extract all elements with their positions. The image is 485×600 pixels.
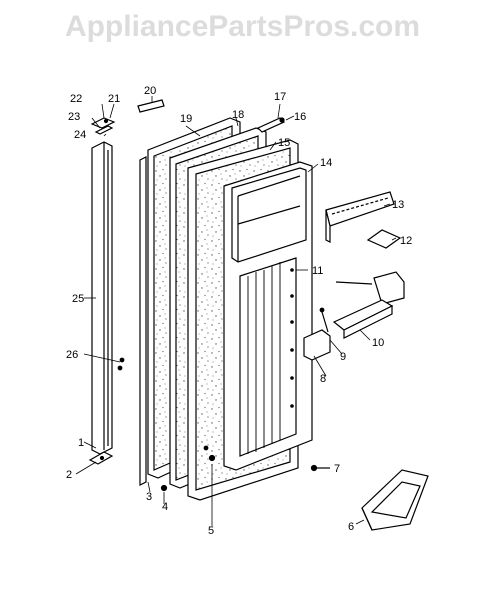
part-24-bushing [94,125,114,135]
part-25-hinge-channel [91,141,113,455]
callout-6: 6 [348,521,354,533]
callout-9: 9 [340,351,346,363]
callout-13: 13 [392,199,404,211]
callout-19: 19 [180,113,192,125]
callout-20: 20 [144,85,156,97]
callout-18: 18 [232,109,244,121]
part-2-hinge-bracket [88,451,114,465]
callout-12: 12 [400,235,412,247]
callout-17: 17 [274,91,286,103]
part-9-clip [319,307,329,333]
callout-7: 7 [334,463,340,475]
callout-14: 14 [320,157,332,169]
part-4-fastener [160,484,168,492]
callout-25: 25 [72,293,84,305]
callout-16: 16 [294,111,306,123]
part-26-screw [117,357,125,371]
callout-23: 23 [68,111,80,123]
callout-8: 8 [320,373,326,385]
callout-3: 3 [146,491,152,503]
part-10-door-shelf [332,299,394,339]
part-8-shelf-retainer [303,329,331,361]
part-6-door-bin [361,469,429,531]
callout-22: 22 [70,93,82,105]
part-22-top-hinge [90,117,116,129]
callout-1: 1 [78,437,84,449]
callout-21: 21 [108,93,120,105]
part-11-shelf-bracket [335,271,405,305]
callout-4: 4 [162,501,168,513]
part-12-dairy-cover [366,229,402,249]
part-20-cap [137,99,165,113]
site-watermark: AppliancePartsPros.com [64,10,421,43]
part-13-dairy-door [325,191,395,243]
part-17-pin [256,117,286,133]
part-3-door-trim [139,156,147,486]
callout-5: 5 [208,525,214,537]
callout-labels: 1 2 3 4 5 6 7 8 9 10 11 12 13 14 15 16 1… [66,85,412,537]
callout-26: 26 [66,349,78,361]
callout-24: 24 [74,129,86,141]
callout-11: 11 [312,265,323,277]
callout-2: 2 [66,469,72,481]
callout-10: 10 [372,337,384,349]
callout-15: 15 [278,137,290,149]
part-16-pin [279,117,285,123]
part-5-fastener [203,445,216,462]
leader-lines [75,96,397,526]
part-14-inner-door-liner [223,161,313,471]
